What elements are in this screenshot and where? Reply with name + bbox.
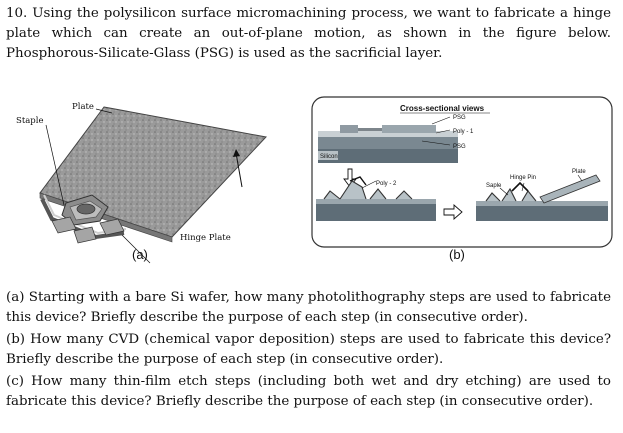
silicon-layer — [318, 149, 458, 163]
poly2-label: Poly - 2 — [376, 181, 397, 187]
subquestion-b: (b) How many CVD (chemical vapor deposit… — [6, 332, 611, 367]
staple-label-b: Saple — [486, 183, 502, 189]
hinge-plate-figure: Plate Staple Hinge Plate — [16, 102, 267, 264]
subquestion-c: (c) How many thin-film etch steps (inclu… — [6, 374, 611, 409]
figure-b-caption: (b) — [449, 247, 465, 262]
hinge-plate-label: Hinge Plate — [180, 233, 231, 243]
cross-section-figure: Cross-sectional views Silicon PSG Poly -… — [311, 96, 613, 248]
hinge-pin-label: Hinge Pin — [510, 175, 536, 181]
plate-label: Plate — [72, 102, 94, 112]
figure-a-caption: (a) — [132, 247, 148, 262]
subquestion-a: (a) Starting with a bare Si wafer, how m… — [6, 290, 611, 325]
psg-bottom-label: PSG — [453, 144, 466, 150]
plate-label-b: Plate — [572, 169, 586, 175]
silicon-label: Silicon — [320, 154, 338, 160]
psg-top-label: PSG — [453, 115, 466, 121]
raised-plate-shape — [539, 174, 601, 204]
staple-label: Staple — [16, 116, 44, 126]
poly1-label: Poly - 1 — [453, 129, 474, 135]
right-arrow-icon — [443, 204, 463, 220]
question-text: 10. Using the polysilicon surface microm… — [6, 6, 611, 61]
cross-section-title: Cross-sectional views — [400, 104, 485, 113]
